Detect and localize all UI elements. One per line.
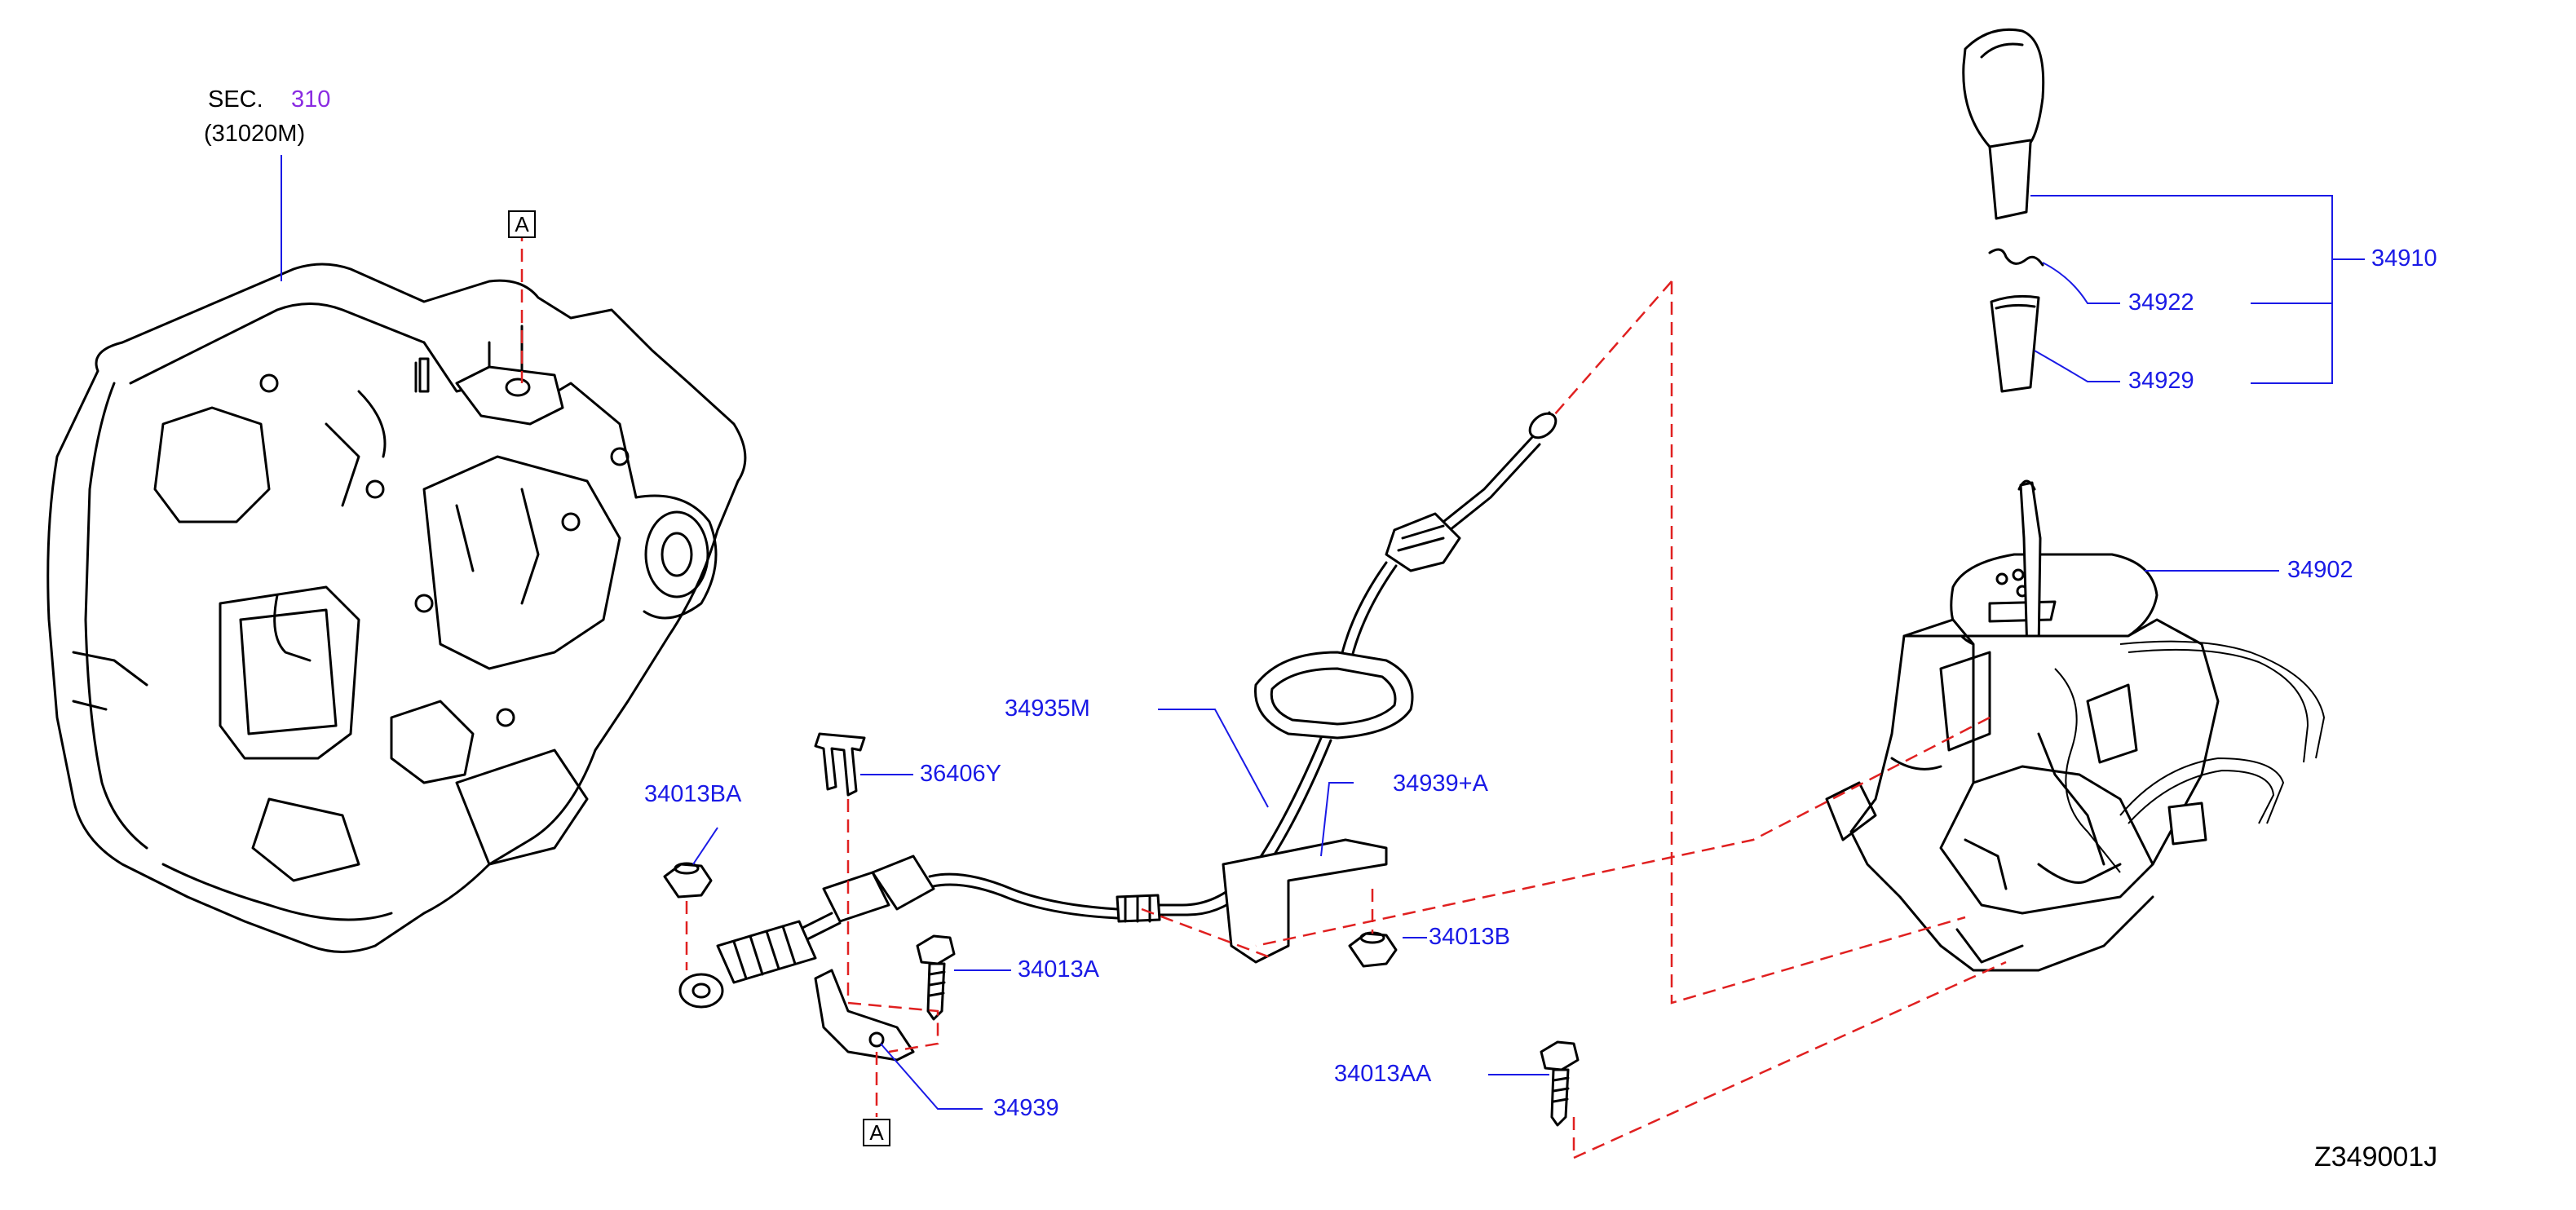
guide-line-34013AA — [1572, 960, 2007, 1159]
part-label-34013A[interactable]: 34013A — [1018, 956, 1099, 983]
leader-34935M — [1158, 709, 1269, 808]
knob-insert[interactable] — [1990, 294, 2040, 393]
leader-34922 — [2042, 262, 2120, 304]
diagram-code: Z349001J — [2314, 1142, 2438, 1172]
shifter-assembly[interactable] — [1825, 479, 2326, 972]
leader-34939-plus-a — [1320, 782, 1354, 857]
part-label-34929[interactable]: 34929 — [2128, 368, 2194, 394]
part-label-36406Y[interactable]: 36406Y — [920, 761, 1001, 787]
guide-line-shifter-1 — [1670, 281, 1966, 1005]
leader-34929 — [2034, 350, 2120, 382]
guide-line-bracket — [1141, 907, 1273, 960]
bolt-34013A[interactable] — [916, 934, 956, 1021]
part-label-34910[interactable]: 34910 — [2371, 245, 2437, 272]
part-label-34922[interactable]: 34922 — [2128, 289, 2194, 316]
leader-34939 — [880, 1043, 983, 1110]
part-label-34935M[interactable]: 34935M — [1005, 696, 1090, 722]
nut-34013B[interactable] — [1348, 931, 1398, 968]
knob-clip[interactable] — [1988, 248, 2044, 267]
part-label-34013BA[interactable]: 34013BA — [644, 781, 742, 807]
shift-knob[interactable] — [1962, 28, 2045, 220]
shift-cable[interactable] — [678, 408, 1561, 1009]
bracket-34939[interactable] — [814, 969, 915, 1062]
bracket-34939-plus-a[interactable] — [1222, 838, 1388, 964]
part-label-34939-plus-a[interactable]: 34939+A — [1393, 771, 1488, 797]
leader-34910-bracket — [2030, 195, 2365, 384]
part-label-34902[interactable]: 34902 — [2287, 557, 2353, 583]
guide-line-clip — [846, 799, 939, 1053]
leader-34013BA — [692, 827, 718, 865]
ref-mark-a-top: A — [508, 210, 536, 238]
section-ref-prefix: SEC. — [208, 86, 263, 113]
cable-clip[interactable] — [814, 732, 866, 797]
section-ref-sub: (31020M) — [204, 121, 306, 147]
ref-mark-a-bottom: A — [863, 1119, 890, 1146]
transmission-stud — [418, 357, 430, 393]
part-label-34013B[interactable]: 34013B — [1429, 924, 1510, 950]
section-ref-number[interactable]: 310 — [291, 86, 331, 113]
guide-line-knob — [1553, 280, 1672, 417]
guide-line-shifter-2 — [1255, 716, 1991, 947]
nut-34013BA[interactable] — [663, 862, 713, 899]
part-label-34013AA[interactable]: 34013AA — [1334, 1061, 1432, 1087]
bolt-34013AA[interactable] — [1540, 1040, 1580, 1127]
part-label-34939[interactable]: 34939 — [993, 1095, 1059, 1121]
transmission-assembly[interactable] — [46, 263, 747, 953]
